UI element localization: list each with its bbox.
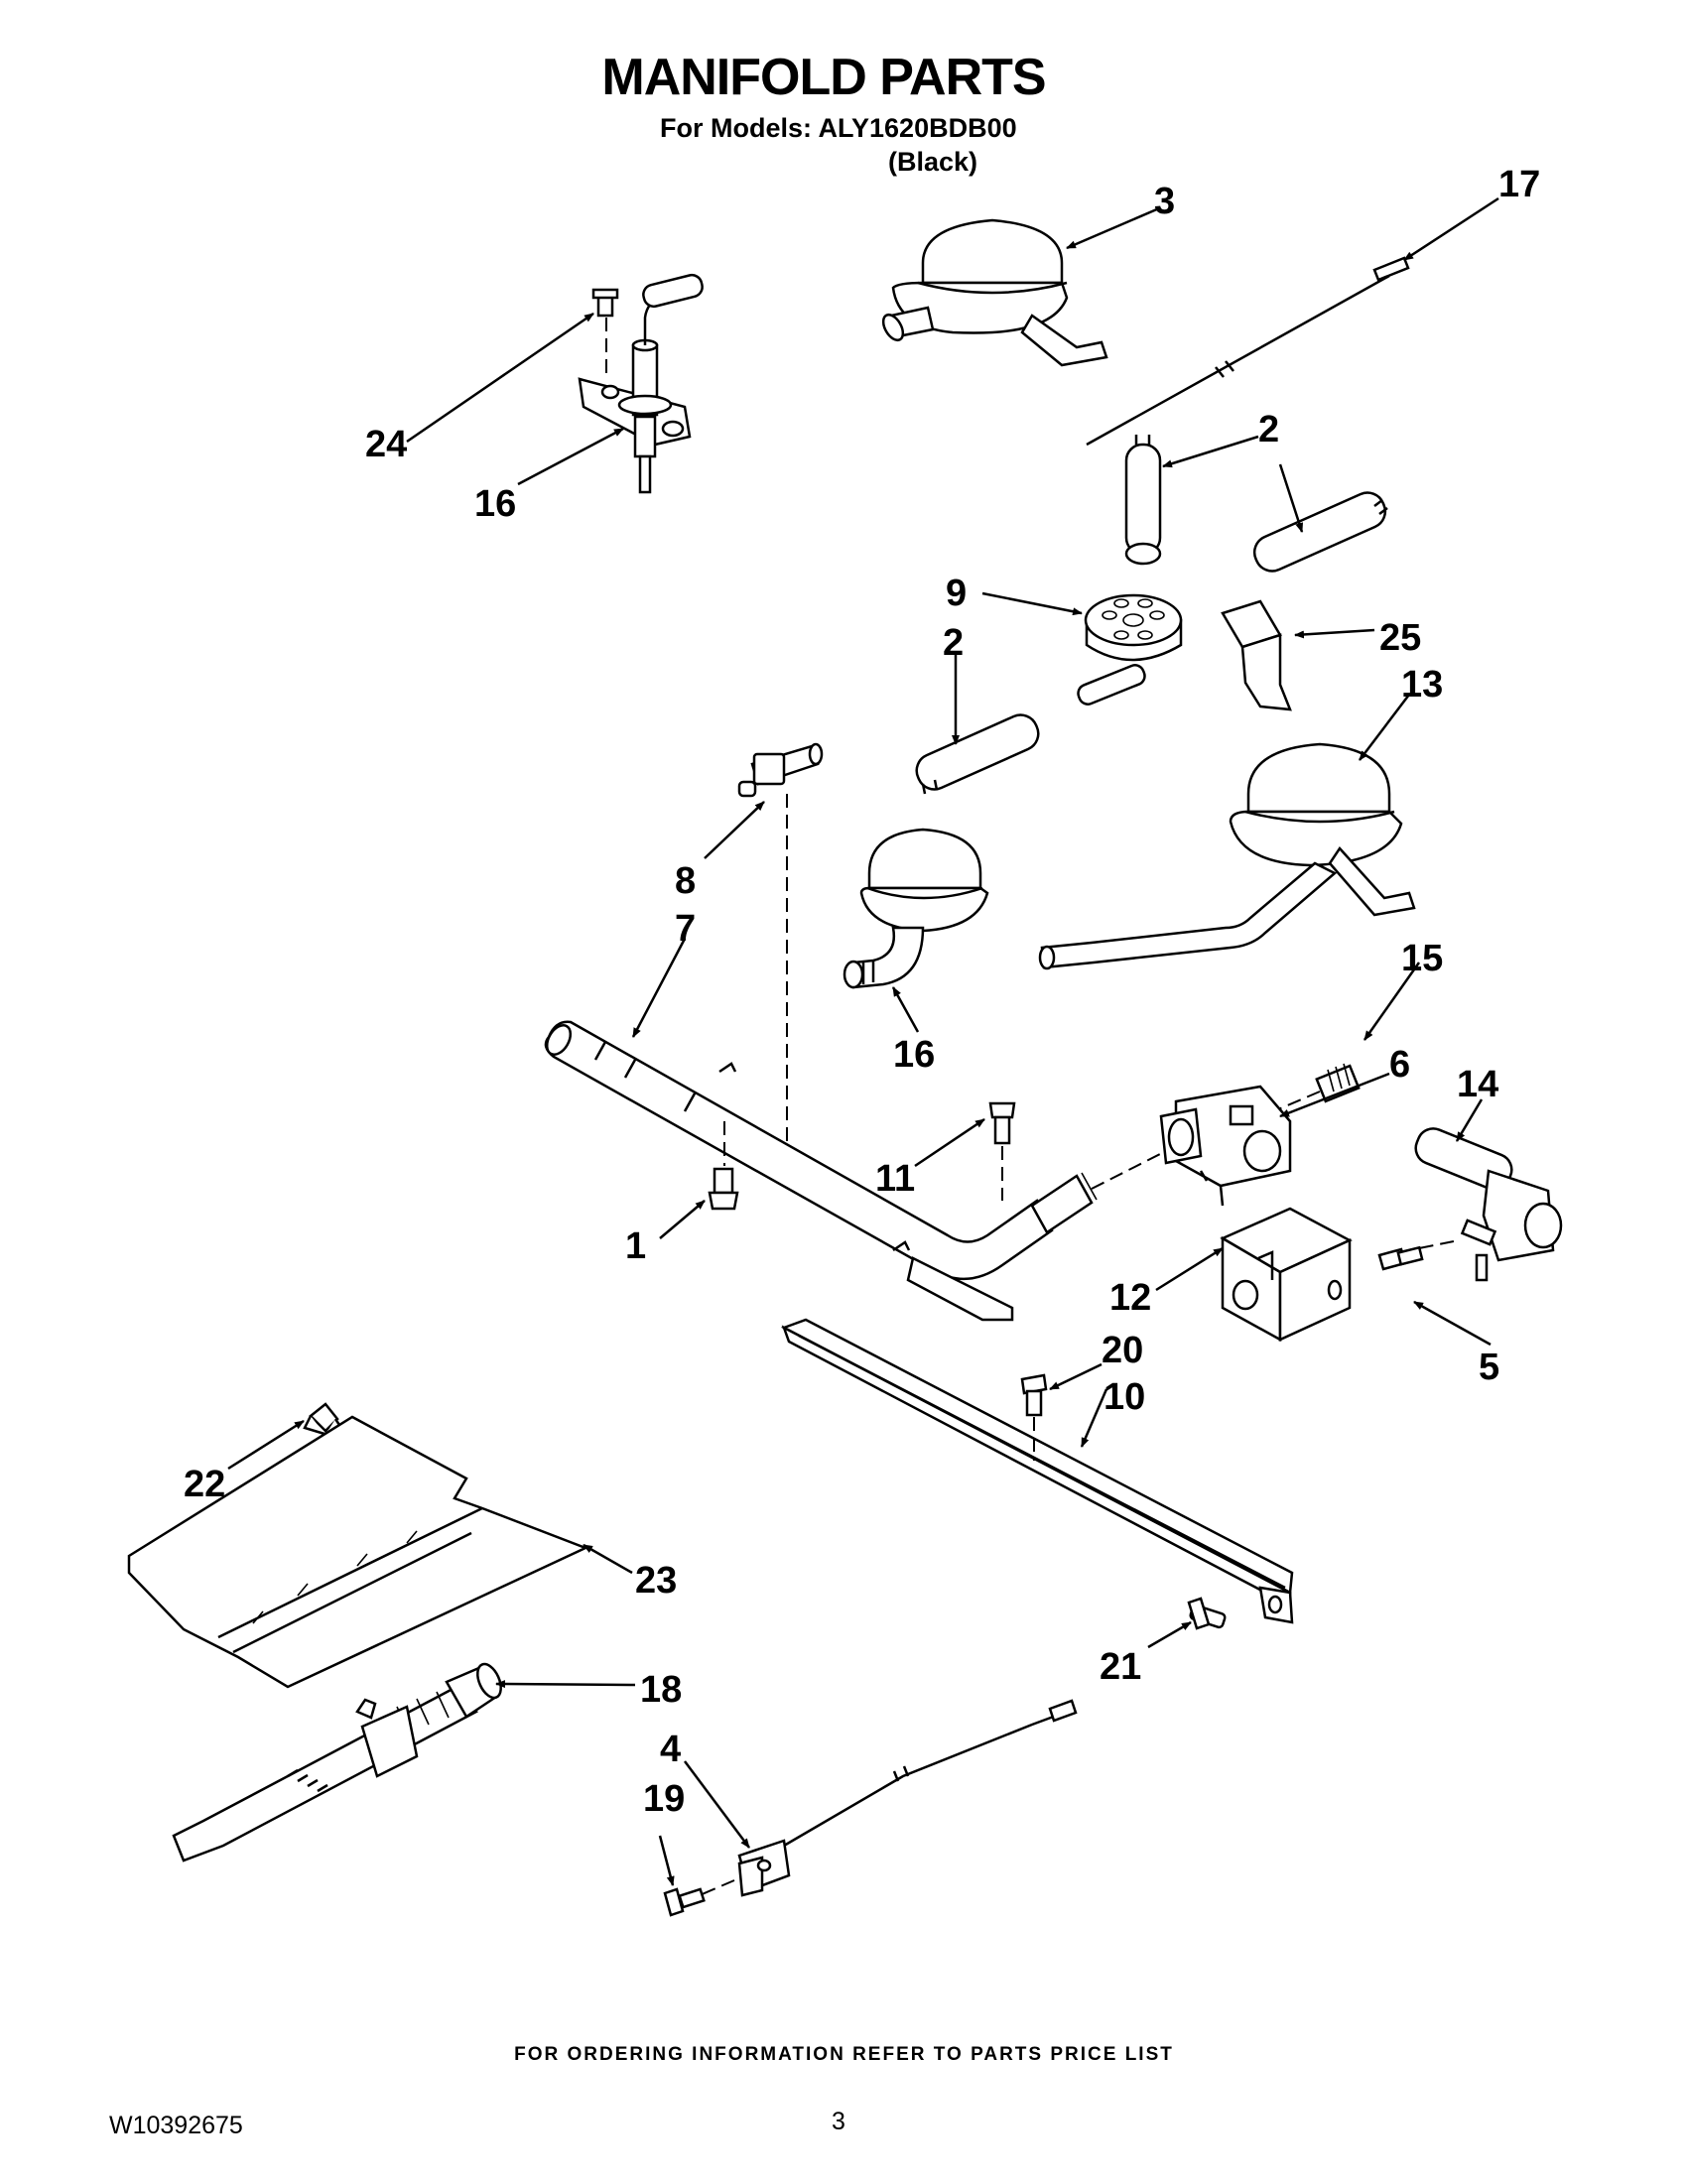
manifold-screw-part-right (988, 1101, 1016, 1201)
rail-screw-part (1020, 1373, 1048, 1461)
callout-leaders (227, 196, 1499, 1886)
callout-14: 14 (1457, 1064, 1498, 1105)
callout-22: 22 (184, 1464, 225, 1505)
orifice-holder-part (737, 742, 824, 1156)
simmer-burner-part (843, 828, 989, 989)
callout-1: 1 (625, 1225, 646, 1267)
ordering-note: FOR ORDERING INFORMATION REFER TO PARTS … (514, 2044, 1174, 2065)
igniter-electrode-part (578, 273, 704, 494)
callout-24: 24 (365, 424, 407, 465)
callout-15: 15 (1401, 938, 1443, 979)
callout-10: 10 (1104, 1376, 1145, 1418)
gas-valve-part (1159, 1085, 1292, 1207)
oven-burner-tube-part (172, 1662, 502, 1863)
page-title: MANIFOLD PARTS (601, 49, 1046, 106)
callout-6: 6 (1389, 1044, 1410, 1086)
control-valve-part (1398, 1127, 1563, 1282)
callout-13: 13 (1401, 664, 1443, 706)
color-line: (Black) (888, 147, 978, 177)
callout-numbers: 3 17 24 16 2 9 2 25 13 8 7 15 6 14 16 11… (184, 164, 1540, 1820)
models-line: For Models: ALY1620BDB00 (660, 113, 1017, 143)
callout-7: 7 (675, 908, 696, 950)
igniter-screw-part (663, 1887, 706, 1917)
callout-2-left: 2 (943, 622, 964, 664)
callout-8: 8 (675, 860, 696, 902)
callout-4: 4 (660, 1729, 681, 1770)
bracket-part (1221, 599, 1292, 711)
oven-igniter-part (699, 1699, 1078, 1897)
callout-2-upper: 2 (1258, 409, 1279, 450)
callout-5: 5 (1479, 1347, 1499, 1388)
manifold-screw-part (708, 1121, 739, 1211)
callout-19: 19 (643, 1778, 685, 1820)
rear-burner-part (881, 218, 1108, 367)
orifice-tube-part-left (915, 713, 1040, 795)
heat-shield-part (127, 1415, 589, 1689)
manifold-pipe-part (544, 1020, 1167, 1322)
burner-cap-part (1077, 593, 1183, 706)
page-number: 3 (832, 2108, 845, 2135)
document-number: W10392675 (109, 2112, 243, 2139)
callout-18: 18 (640, 1669, 682, 1711)
rail-screw-part-lower (1187, 1597, 1227, 1630)
valve-screw-part (1377, 1245, 1424, 1271)
orifice-tube-part-upper (1124, 435, 1162, 566)
callout-11: 11 (875, 1158, 915, 1200)
callout-21: 21 (1100, 1646, 1141, 1688)
callout-9: 9 (946, 573, 967, 614)
manifold-bracket-rail-part (780, 1318, 1294, 1624)
regulator-part (1220, 1207, 1353, 1343)
callout-12: 12 (1109, 1277, 1151, 1319)
thermocouple-part (1086, 256, 1410, 447)
callout-16-mid: 16 (893, 1034, 935, 1076)
callout-17: 17 (1498, 164, 1540, 205)
callout-23: 23 (635, 1560, 677, 1602)
callout-20: 20 (1102, 1330, 1143, 1371)
callout-25: 25 (1379, 617, 1421, 659)
callout-16-top: 16 (474, 483, 516, 525)
orifice-tube-part-right (1252, 491, 1388, 573)
callout-3: 3 (1154, 181, 1175, 222)
front-burner-part (1038, 742, 1416, 970)
